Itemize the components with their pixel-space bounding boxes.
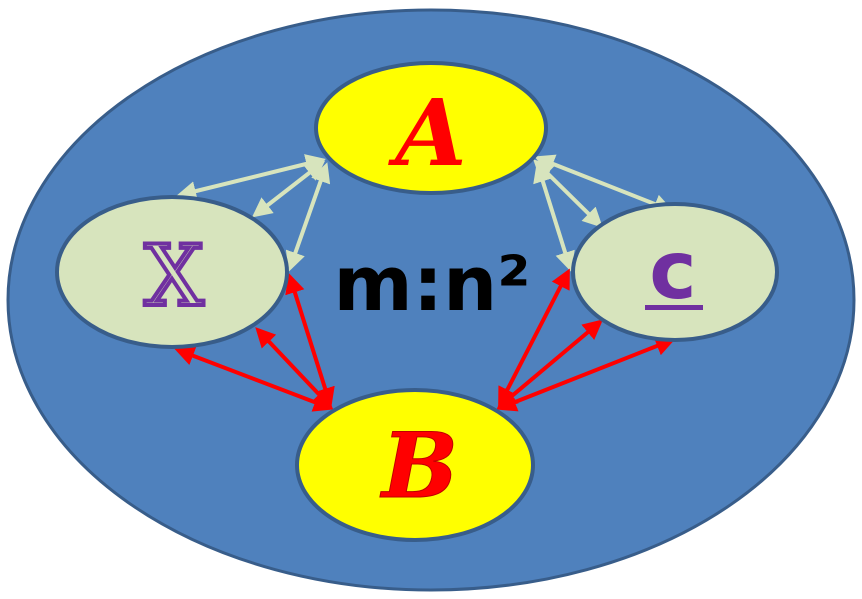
red-arrows [174, 268, 676, 412]
arrow-b-x-3 [285, 273, 335, 408]
node-c: c [571, 202, 779, 342]
arrow-b-c-3 [496, 336, 676, 412]
node-a: A [314, 61, 548, 195]
node-b: B [295, 388, 535, 542]
node-x-label: X [144, 227, 204, 325]
center-label: m:n² [334, 239, 531, 328]
arrow-a-c-3 [533, 162, 575, 272]
arrow-a-x-3 [285, 162, 331, 272]
node-c-label: c [649, 224, 696, 317]
node-c-underline [645, 305, 703, 310]
node-x: X [55, 195, 289, 349]
node-a-label: A [387, 79, 466, 187]
light-arrows [176, 154, 674, 272]
node-b-label: B [379, 413, 458, 519]
